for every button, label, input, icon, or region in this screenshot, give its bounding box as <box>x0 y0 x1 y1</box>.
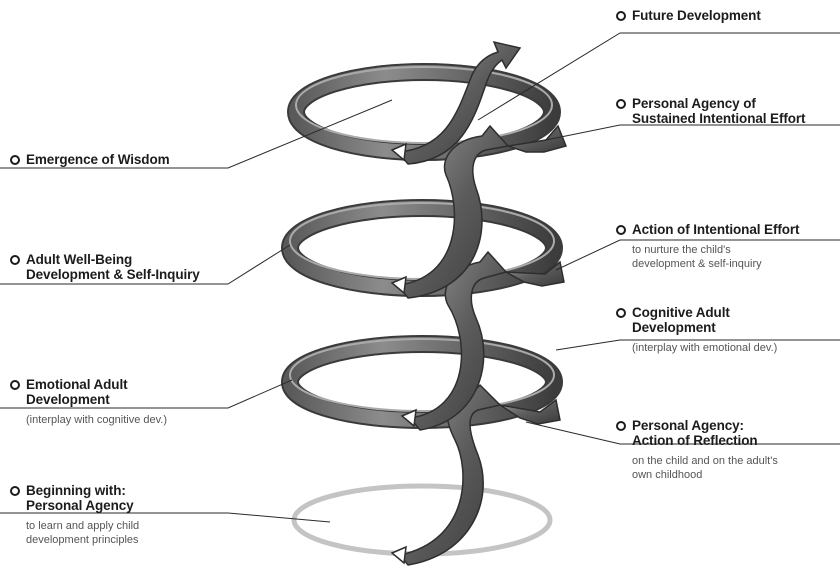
label-adult-wellbeing: Adult Well-Being Development & Self-Inqu… <box>10 252 200 282</box>
label-title-line2: Development & Self-Inquiry <box>26 267 200 282</box>
bullet-icon <box>10 380 20 390</box>
label-title-line1: Adult Well-Being <box>26 252 200 267</box>
label-subtitle-line1: to nurture the child's <box>632 243 799 257</box>
label-title-line2: Development <box>632 320 777 335</box>
label-cognitive-adult-development: Cognitive Adult Development (interplay w… <box>616 305 777 355</box>
label-title: Emergence of Wisdom <box>26 152 170 167</box>
ring-1 <box>296 67 552 152</box>
bullet-icon <box>10 255 20 265</box>
label-title-line1: Emotional Adult <box>26 377 167 392</box>
label-emotional-adult-development: Emotional Adult Development (interplay w… <box>10 377 167 427</box>
label-personal-agency-reflection: Personal Agency: Action of Reflection on… <box>616 418 778 482</box>
label-title-line2: Action of Reflection <box>632 433 778 448</box>
label-title-line2: Sustained Intentional Effort <box>632 111 805 126</box>
bullet-icon <box>616 421 626 431</box>
label-emergence-of-wisdom: Emergence of Wisdom <box>10 152 170 167</box>
label-title-line2: Development <box>26 392 167 407</box>
base-ring <box>294 486 550 554</box>
label-title-line1: Cognitive Adult <box>632 305 777 320</box>
bullet-icon <box>10 155 20 165</box>
bullet-icon <box>616 308 626 318</box>
label-subtitle-line2: development principles <box>26 533 139 547</box>
label-title: Future Development <box>632 8 761 23</box>
bullet-icon <box>616 11 626 21</box>
label-title-line1: Personal Agency: <box>632 418 778 433</box>
label-subtitle: (interplay with emotional dev.) <box>632 341 777 355</box>
label-beginning-personal-agency: Beginning with: Personal Agency to learn… <box>10 483 139 547</box>
label-subtitle-line2: development & self-inquiry <box>632 257 799 271</box>
label-subtitle-line1: to learn and apply child <box>26 519 139 533</box>
bullet-icon <box>10 486 20 496</box>
bullet-icon <box>616 225 626 235</box>
label-title: Action of Intentional Effort <box>632 222 799 237</box>
label-title-line1: Beginning with: <box>26 483 139 498</box>
bullet-icon <box>616 99 626 109</box>
label-action-intentional-effort: Action of Intentional Effort to nurture … <box>616 222 799 271</box>
label-future-development: Future Development <box>616 8 761 23</box>
label-title-line2: Personal Agency <box>26 498 139 513</box>
label-subtitle-line2: own childhood <box>632 468 778 482</box>
label-subtitle-line1: on the child and on the adult's <box>632 454 778 468</box>
label-subtitle: (interplay with cognitive dev.) <box>26 413 167 427</box>
label-personal-agency-sustained: Personal Agency of Sustained Intentional… <box>616 96 805 126</box>
label-title-line1: Personal Agency of <box>632 96 805 111</box>
